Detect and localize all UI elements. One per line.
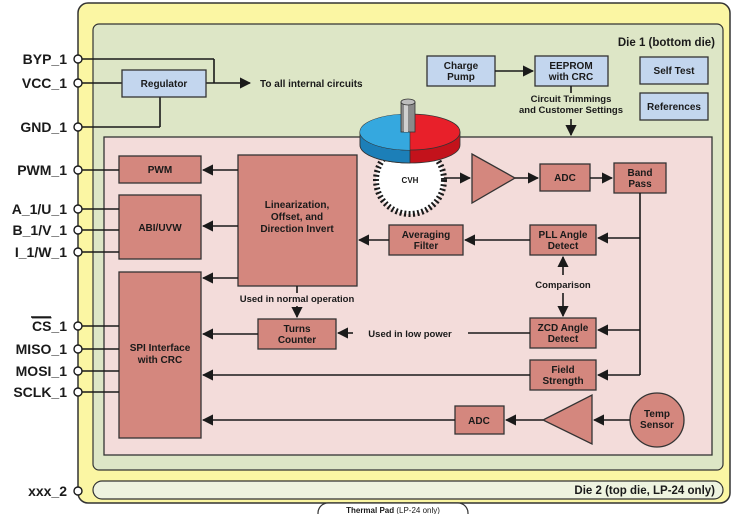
thermal-pad-label: Thermal Pad (LP-24 only) (346, 506, 440, 514)
comparison-label: Comparison (535, 280, 591, 291)
amplifier-bottom (541, 393, 593, 446)
cvh-label: CVH (402, 176, 419, 185)
spi-block (118, 271, 202, 439)
die2-title: Die 2 (top die, LP-24 only) (574, 485, 715, 497)
power-section: Regulator To all internal circuits (82, 58, 363, 128)
cvh-sensor: CVH (359, 98, 461, 217)
abi-label: ABI/UVW (138, 223, 182, 234)
pin-b-label: B_1/V_1 (13, 222, 68, 238)
pin-gnd: GND_1 (20, 119, 83, 135)
self-test-label: Self Test (654, 66, 696, 77)
turns-counter-block (257, 318, 337, 350)
adc-top-block (539, 163, 591, 192)
averaging-filter-block (388, 224, 464, 256)
charge-pump-block (426, 55, 496, 87)
pin-miso: MISO_1 (16, 341, 83, 357)
references-label: References (647, 102, 701, 113)
pin-b: B_1/V_1 (13, 222, 83, 238)
pin-xxx: xxx_2 (28, 483, 83, 499)
adc-top-label: ADC (554, 173, 576, 184)
field-strength-block (529, 359, 597, 391)
regulator-label: Regulator (141, 79, 188, 90)
die1-title: Die 1 (bottom die) (618, 37, 715, 49)
zcd-block (529, 317, 597, 349)
pin-byp: BYP_1 (23, 51, 83, 67)
pin-xxx-label: xxx_2 (28, 483, 67, 499)
pin-i: I_1/W_1 (15, 244, 83, 260)
pin-a: A_1/U_1 (12, 201, 83, 217)
pin-i-label: I_1/W_1 (15, 244, 67, 260)
pll-block (529, 224, 597, 256)
pwm-label: PWM (148, 165, 172, 176)
low-power-label: Used in low power (368, 329, 452, 340)
pin-pwm: PWM_1 (17, 162, 83, 178)
pin-sclk: SCLK_1 (13, 384, 83, 400)
pin-vcc-label: VCC_1 (22, 75, 67, 91)
band-pass-block (613, 162, 667, 194)
abi-block (118, 194, 202, 260)
internal-circuits-label: To all internal circuits (260, 79, 363, 90)
adc-bottom-block (454, 405, 505, 435)
pin-cs: CS_1 (31, 316, 83, 334)
references-block (639, 92, 709, 121)
eeprom-block (534, 55, 609, 87)
pins: BYP_1 VCC_1 GND_1 PWM_1 A_1/U_1 B_1/V_1 … (12, 51, 83, 499)
magnet-icon (359, 98, 461, 164)
amplifier-top (471, 152, 517, 205)
pwm-block (118, 155, 202, 184)
normal-operation-label: Used in normal operation (240, 294, 355, 305)
pin-miso-label: MISO_1 (16, 341, 68, 357)
die2-area (92, 480, 724, 500)
pin-gnd-label: GND_1 (20, 119, 67, 135)
pin-pwm-label: PWM_1 (17, 162, 67, 178)
pin-a-label: A_1/U_1 (12, 201, 67, 217)
self-test-block (639, 56, 709, 85)
pin-byp-label: BYP_1 (23, 51, 68, 67)
regulator-block (121, 69, 207, 98)
pin-sclk-label: SCLK_1 (13, 384, 67, 400)
pin-mosi-label: MOSI_1 (16, 363, 68, 379)
pin-cs-label: CS_1 (32, 318, 67, 334)
pin-mosi: MOSI_1 (16, 363, 83, 379)
pin-vcc: VCC_1 (22, 75, 83, 91)
adc-bottom-label: ADC (468, 416, 490, 427)
thermal-pad (317, 502, 469, 514)
